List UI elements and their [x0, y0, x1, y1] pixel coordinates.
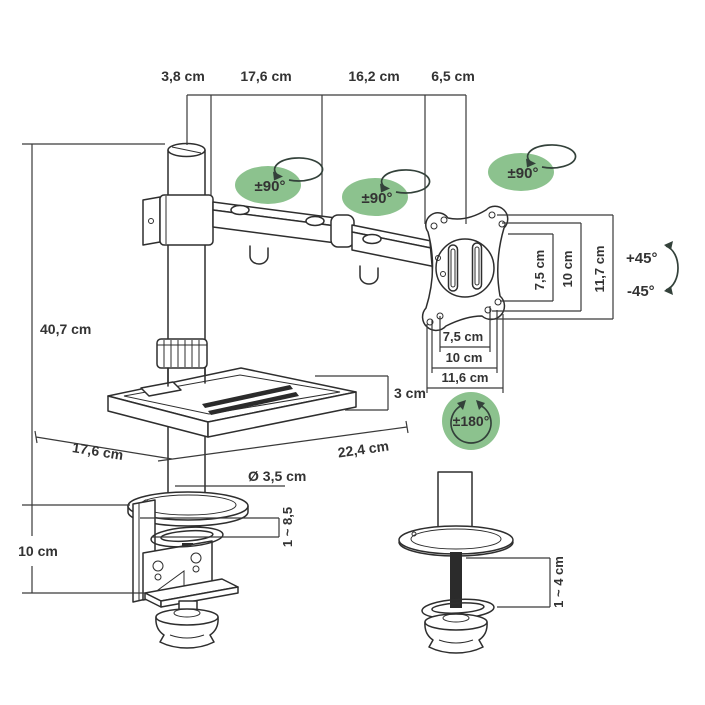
dim-tray-height: 3 cm [394, 385, 426, 401]
arm-joint-cap [230, 204, 250, 216]
top-dimensions: 3,8 cm 17,6 cm 16,2 cm 6,5 cm [161, 68, 475, 224]
dim-clamp-height: 10 cm [18, 543, 58, 559]
dim-vesa-height-75: 7,5 cm [532, 250, 547, 290]
vesa-plate [421, 205, 509, 332]
tray-vent [208, 392, 299, 415]
vesa-right-dimensions: 7,5 cm 10 cm 11,7 cm [488, 214, 614, 320]
swivel-badge-3-label: ±90° [508, 165, 539, 182]
tray-dimensions: 17,6 cm 22,4 cm 3 cm Ø 3,5 cm [34, 375, 426, 487]
swivel-badge-2: ±90° [341, 169, 431, 217]
cable-clip [249, 245, 269, 265]
left-dimensions: 40,7 cm 10 cm [18, 143, 165, 594]
dim-tray-depth: 17,6 cm [71, 439, 124, 463]
vesa-holes [426, 211, 506, 326]
tilt-up-label: +45° [626, 250, 657, 267]
tilt-down-label: -45° [627, 283, 655, 300]
pole-collar-ring [156, 338, 208, 369]
tilt-annotation: +45° -45° [626, 241, 679, 300]
cable-clip [359, 265, 379, 285]
dim-arm-segment-2: 16,2 cm [348, 68, 399, 84]
clamp-base-plate [127, 491, 249, 527]
swivel-badge-1: ±90° [234, 157, 324, 205]
laptop-tray [107, 367, 357, 438]
desk-clamp [132, 499, 239, 649]
dim-clamp-range: 1 ~ 8,5 [280, 507, 295, 547]
tray-notch [140, 381, 182, 397]
rotate-badge-label: ±180° [453, 413, 490, 429]
dim-grommet-range: 1 ~ 4 cm [551, 556, 566, 608]
swivel-badge-3: ±90° [487, 144, 577, 192]
hinge-screw [435, 255, 441, 261]
swivel-badge-2-label: ±90° [362, 190, 393, 207]
dim-vesa-plate-height: 11,7 cm [592, 246, 607, 293]
grommet-range-dimension: 1 ~ 4 cm [466, 556, 566, 608]
hinge-screw [440, 271, 446, 277]
dim-vesa-width-100: 10 cm [446, 350, 483, 365]
swivel-badge-1-label: ±90° [255, 178, 286, 195]
tray-vent [202, 385, 293, 408]
grommet-knob [424, 613, 488, 654]
dim-pole-offset: 3,8 cm [161, 68, 205, 84]
dim-tray-width: 22,4 cm [337, 438, 390, 461]
grommet-mount [398, 471, 514, 654]
clamp-range-dimension: 1 ~ 8,5 [140, 507, 295, 547]
arm-mount [142, 194, 214, 246]
dim-vesa-height-100: 10 cm [560, 251, 575, 288]
arm-joint-cap [362, 233, 382, 245]
vesa-bottom-dimensions: 7,5 cm 10 cm 11,6 cm [426, 306, 504, 393]
keyhole-slots [152, 552, 202, 581]
dim-vesa-plate-width: 11,6 cm [442, 370, 489, 385]
arm-joint-cap [305, 215, 325, 227]
dim-vesa-width-75: 7,5 cm [443, 329, 483, 344]
grommet-threaded-rod [450, 552, 462, 608]
dim-arm-segment-1: 17,6 cm [240, 68, 291, 84]
dim-pole-diameter: Ø 3,5 cm [248, 468, 306, 484]
rotate-badge: ±180° [442, 392, 500, 450]
monitor-arm [212, 201, 447, 285]
dim-vesa-offset: 6,5 cm [431, 68, 475, 84]
dim-pole-height: 40,7 cm [40, 321, 91, 337]
clamp-knob [155, 608, 219, 649]
